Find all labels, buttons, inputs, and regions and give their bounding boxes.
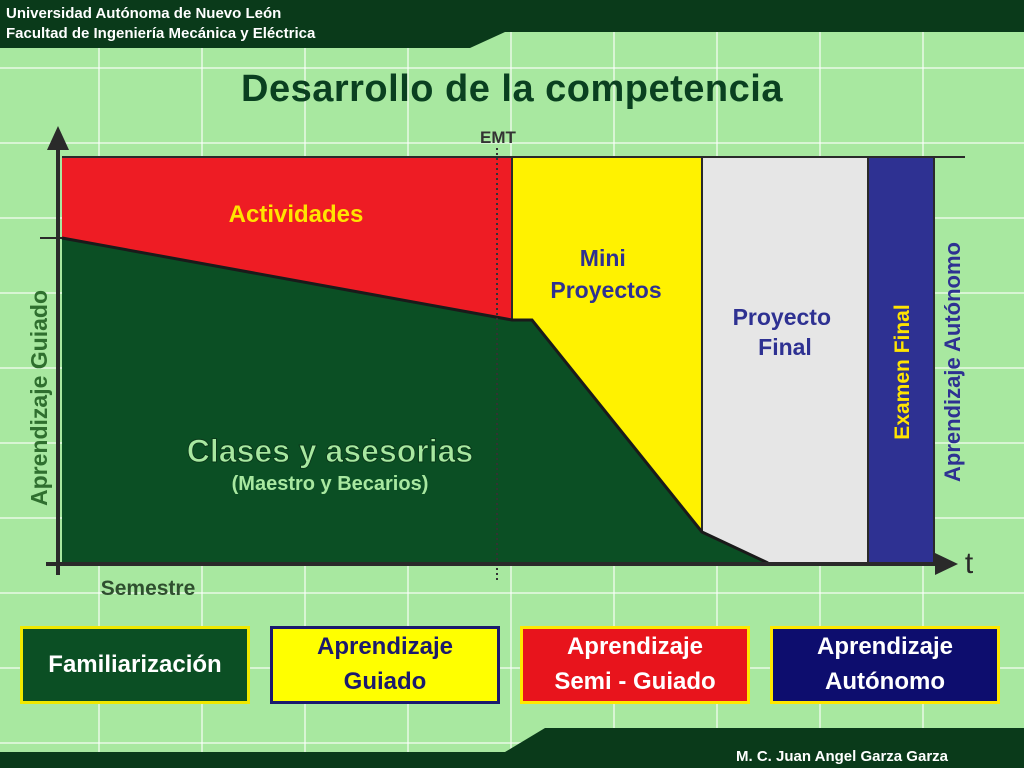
region-actividades [62,157,512,320]
stage-aprendizaje-semi-guiado: Aprendizaje Semi - Guiado [520,626,750,704]
page-title: Desarrollo de la competencia [241,68,783,110]
faculty-name: Facultad de Ingeniería Mecánica y Eléctr… [6,25,316,42]
label-clases-sub: (Maestro y Becarios) [232,473,429,495]
label-examen-final: Examen Final [891,304,914,439]
label-proyecto-final: Proyecto Final [733,304,838,360]
footer-band [0,728,1024,768]
header-band [0,0,1024,48]
stage-aprendizaje-guiado: Aprendizaje Guiado [270,626,500,704]
y-axis-arrow [47,126,69,150]
region-mini-proyectos [512,157,702,532]
region-proyecto-final [702,157,868,563]
time-label: t [965,547,974,580]
university-name: Universidad Autónoma de Nuevo León [6,5,282,22]
y-axis-label-right: Aprendizaje Autónomo [940,242,965,482]
y-axis-label-left: Aprendizaje Guiado [26,290,52,506]
label-actividades: Actividades [229,201,364,228]
stage-familiarizacion: Familiarización [20,626,250,704]
region-clases [62,238,768,563]
stage-aprendizaje-autonomo: Aprendizaje Autónomo [770,626,1000,704]
author-credit: M. C. Juan Angel Garza Garza [736,748,948,765]
region-examen-final [868,157,934,563]
label-mini-proyectos: Mini Proyectos [550,245,661,303]
emt-label: EMT [480,128,517,147]
x-axis-label: Semestre [101,577,196,600]
label-clases: Clases y asesorias [187,433,473,469]
x-axis-arrow [935,553,958,575]
